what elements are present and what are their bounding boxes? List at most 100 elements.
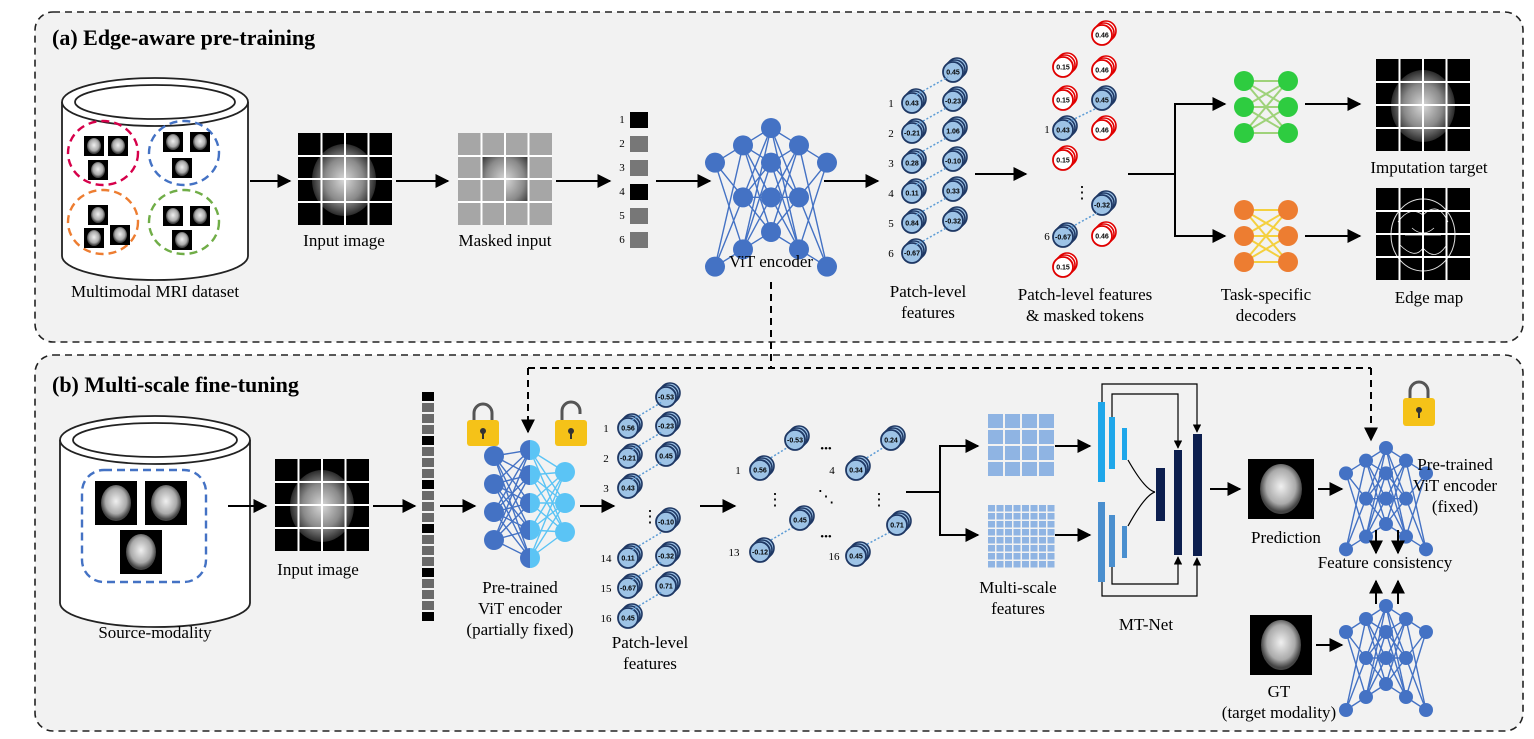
feature-value: 0.28 (905, 161, 919, 168)
mt-net-label: MT-Net (1119, 615, 1173, 634)
patch-row-number: 4 (888, 188, 894, 200)
ellipsis-horizontal: ••• (820, 443, 832, 455)
feature-value: 0.84 (905, 221, 919, 228)
branch-arrow-top (1128, 97, 1227, 175)
feature-value: -0.67 (904, 251, 920, 258)
patch-row-number: 3 (603, 483, 609, 495)
feature-value: 0.46 (1095, 234, 1109, 241)
branch-arrow-up (906, 439, 980, 493)
lock-open-icon (555, 400, 587, 446)
lock-closed-icon (1403, 380, 1435, 426)
feature-value: 0.34 (849, 468, 863, 475)
masked-input-image (458, 133, 552, 225)
panel-a-title: (a) Edge-aware pre-training (52, 25, 315, 50)
patch-features-b-label-2: features (623, 654, 677, 673)
token-row-number: 6 (1044, 231, 1050, 243)
feature-value: 0.11 (905, 191, 918, 198)
token-row-number: 1 (1044, 124, 1050, 136)
feature-value: -0.21 (620, 456, 636, 463)
input-image-b (275, 459, 369, 551)
fixed-encoder-label-3: (fixed) (1432, 497, 1478, 516)
feature-value: -0.23 (945, 99, 961, 106)
vit-encoder-fixed-top (1339, 441, 1433, 557)
feature-consistency-label: Feature consistency (1318, 553, 1453, 572)
patch-number: 1 (619, 114, 625, 126)
feature-value: 0.15 (1056, 265, 1070, 272)
feature-value: -0.21 (904, 131, 920, 138)
multiscale-label-1: Multi-scale (979, 578, 1056, 597)
feature-value: 0.33 (946, 189, 960, 196)
feature-value: 0.45 (621, 616, 635, 623)
feature-value: 0.43 (905, 101, 919, 108)
masked-tokens-label-2: & masked tokens (1026, 306, 1144, 325)
patch-row-number: 6 (888, 248, 894, 260)
feature-value: 0.15 (1056, 158, 1070, 165)
masked-input-label: Masked input (458, 231, 551, 250)
grid-node-number: 16 (829, 551, 841, 563)
feature-value: -0.67 (1055, 235, 1071, 242)
feature-value: 0.46 (1095, 68, 1109, 75)
feature-value: 0.15 (1056, 65, 1070, 72)
grid-node-number: 4 (829, 465, 835, 477)
feature-value: 0.56 (753, 468, 767, 475)
edge-decoder (1234, 200, 1298, 272)
patch-row-number: 16 (601, 613, 613, 625)
patch-row-number: 2 (888, 128, 894, 140)
input-image-a (298, 133, 392, 225)
feature-value: 0.11 (621, 556, 634, 563)
feature-value: -0.12 (752, 550, 768, 557)
patch-number: 4 (619, 186, 625, 198)
vit-encoder-label: ViT encoder (729, 252, 813, 271)
vit-encoder-partially-fixed (484, 440, 575, 568)
source-modality-cylinder (59, 415, 251, 628)
patch-number: 6 (619, 234, 625, 246)
feature-value: -0.67 (620, 586, 636, 593)
vit-b-label-1: Pre-trained (482, 578, 558, 597)
feature-value: -0.23 (658, 424, 674, 431)
patch-row-number: 5 (888, 218, 894, 230)
mri-thumbnails (84, 132, 210, 250)
feature-value: 0.46 (1095, 33, 1109, 40)
grid-node-number: 1 (735, 465, 741, 477)
feature-value: 0.71 (890, 523, 904, 530)
patch-row-number: 1 (603, 423, 609, 435)
gt-label-1: GT (1268, 682, 1291, 701)
patch-features-label-1: Patch-level (890, 282, 967, 301)
vit-encoder-network (705, 118, 837, 277)
feature-value: -0.32 (945, 219, 961, 226)
source-modality-label: Source-modality (98, 623, 212, 642)
feature-value: 0.56 (621, 426, 635, 433)
feature-value: -0.32 (658, 554, 674, 561)
prediction-label: Prediction (1251, 528, 1321, 547)
input-image-label: Input image (303, 231, 385, 250)
input-image-b-label: Input image (277, 560, 359, 579)
branch-arrow-bottom (1174, 174, 1227, 243)
patch-sequence-b (422, 392, 434, 621)
ellipsis-diagonal: ⋱ (818, 487, 835, 506)
ellipsis: ⋮ (642, 507, 659, 526)
feature-value: 0.15 (1056, 98, 1070, 105)
vit-b-label-3: (partially fixed) (466, 620, 573, 639)
ground-truth-image (1250, 615, 1312, 675)
multiscale-label-2: features (991, 599, 1045, 618)
feature-value: 0.46 (1095, 128, 1109, 135)
edge-map-image (1376, 188, 1470, 280)
panel-a (34, 11, 1524, 343)
patch-row-number: 15 (601, 583, 613, 595)
feature-value: -0.53 (787, 438, 803, 445)
feature-value: 0.24 (884, 438, 898, 445)
feature-value: 1.06 (946, 129, 960, 136)
vit-b-label-2: ViT encoder (478, 599, 562, 618)
fixed-encoder-label-1: Pre-trained (1417, 455, 1493, 474)
feature-value: -0.10 (658, 520, 674, 527)
patch-number: 2 (619, 138, 625, 150)
mt-net-architecture (1098, 383, 1202, 597)
patch-features-label-2: features (901, 303, 955, 322)
ellipsis-vertical: ⋮ (767, 490, 784, 509)
panel-b-title: (b) Multi-scale fine-tuning (52, 372, 299, 397)
fixed-encoder-label-2: ViT encoder (1413, 476, 1497, 495)
